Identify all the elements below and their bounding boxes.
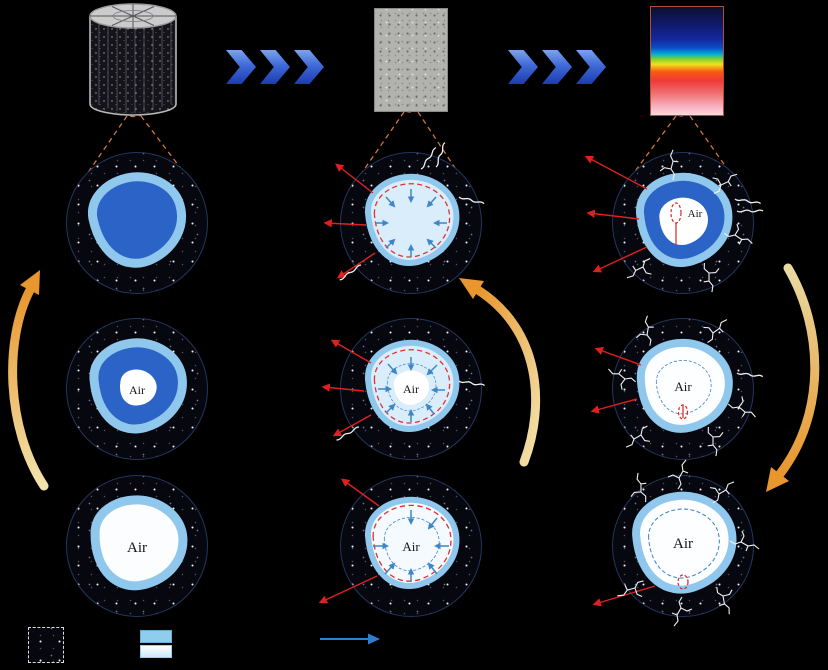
moisture-out-arrows: [584, 155, 648, 273]
moisture-out-arrows: [323, 163, 376, 279]
water-blob: [88, 171, 188, 269]
process-chevrons-1: [226, 50, 328, 84]
legend-water-swatch: [140, 630, 172, 643]
moisture-out-arrows: [318, 478, 380, 604]
specimen-surface-photo: [374, 8, 448, 112]
legend-flow-arrow: [320, 633, 380, 645]
moisture-out-arrows: [590, 347, 642, 414]
chevron-right-icon: [260, 50, 290, 84]
evaporation-arrows-inward: [375, 189, 447, 257]
chevron-right-icon: [542, 50, 572, 84]
moisture-out-arrows: [321, 339, 372, 437]
moisture-out-arrows: [592, 585, 656, 607]
pore-circle-partially-saturated: Air: [66, 318, 208, 460]
concrete-cylinder: [89, 3, 177, 116]
pore-circle-dry: Air: [66, 475, 208, 617]
thermal-simulation-tube: [650, 6, 724, 116]
chevron-right-icon: [508, 50, 538, 84]
pore-circle-saturated: [66, 152, 208, 294]
air-label: Air: [688, 208, 703, 220]
evaporation-arrows-inward: [378, 357, 445, 422]
pore-circle-cracked-saturated: Air: [584, 148, 764, 294]
air-label: Air: [402, 539, 420, 554]
air-label: Air: [403, 382, 419, 396]
pale-water-blob: [368, 177, 456, 263]
process-chevrons-2: [508, 50, 610, 84]
air-label: Air: [673, 536, 693, 552]
chevron-right-icon: [226, 50, 256, 84]
air-label: Air: [127, 540, 147, 556]
legend-air-gradient-swatch: [140, 645, 172, 658]
pore-circle-cracked-partial: Air: [590, 311, 764, 460]
chevron-right-icon: [294, 50, 324, 84]
pore-circle-evaporating-partial: Air: [321, 318, 486, 460]
pore-circle-evaporating-saturated: [323, 141, 485, 294]
pore-circle-cracked-dry: Air: [592, 459, 760, 627]
pore-circle-evaporating-dry: Air: [318, 475, 482, 617]
evaporation-arrows-inward: [373, 510, 449, 582]
air-label: Air: [129, 383, 145, 397]
cylinder-streaks: [98, 17, 172, 113]
meniscus-marker: [670, 202, 682, 245]
chevron-right-icon: [576, 50, 606, 84]
meniscus-marker: [677, 574, 689, 590]
meniscus-marker: [677, 404, 689, 420]
legend-matrix-swatch: [28, 627, 64, 663]
air-label: Air: [674, 379, 692, 394]
